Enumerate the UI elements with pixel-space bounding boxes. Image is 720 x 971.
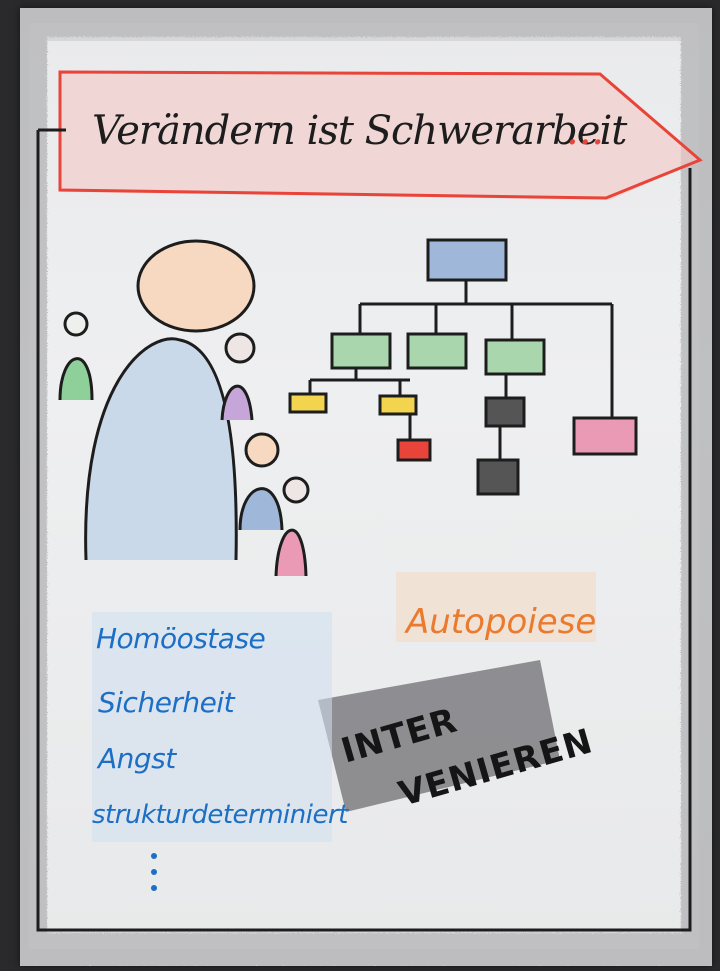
purple-person-figure [220,332,256,421]
term-angst: Angst [98,742,176,775]
intervenieren-stamp [318,660,560,812]
green-person-figure [58,311,94,401]
term-strukturdeterminiert: strukturdeterminiert [92,800,348,830]
title-ellipsis: ... [566,108,605,154]
blue-person-figure [238,432,284,531]
org-chart [288,238,638,496]
term-sicherheit: Sicherheit [98,686,235,719]
frame-outline [36,130,692,932]
pink-person-figure [274,476,310,577]
title-banner [58,70,703,200]
term-homoeostase: Homöostase [96,622,266,655]
term-autopoiese: Autopoiese [406,602,597,642]
ellipsis-dots [151,853,157,891]
title: Verändern ist Schwerarbeit [92,108,627,154]
large-person-figure [84,239,256,561]
